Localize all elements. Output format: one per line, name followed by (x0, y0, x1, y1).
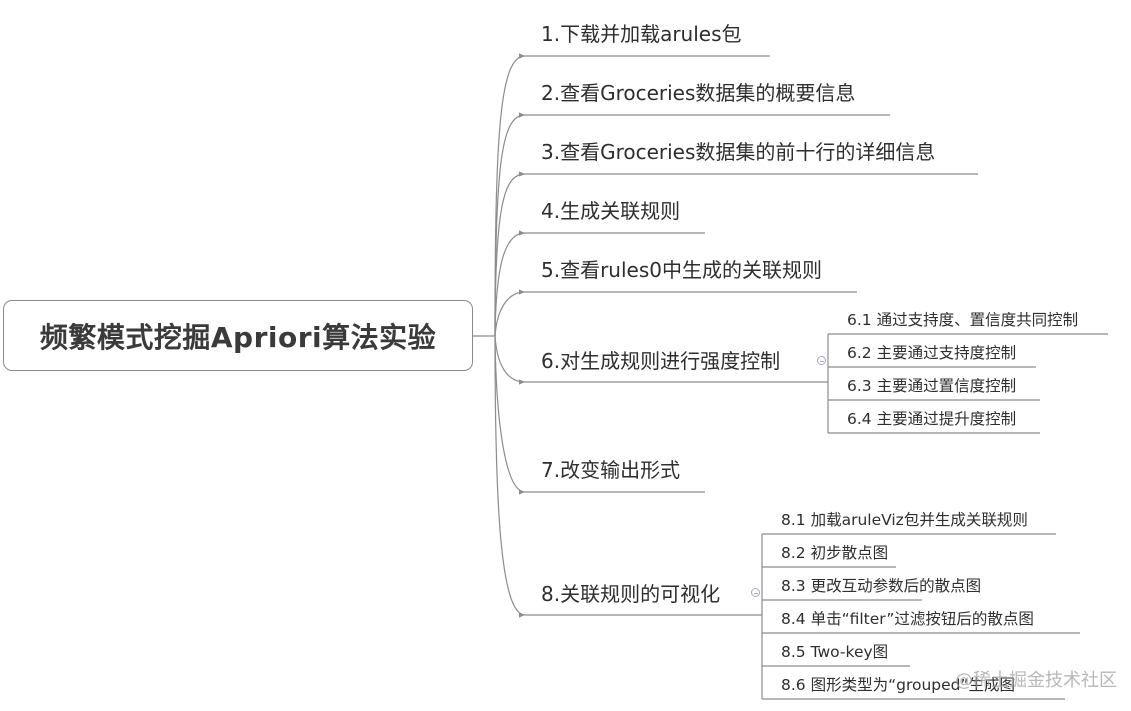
branch-1[interactable]: 1.下载并加载arules包 (541, 22, 742, 46)
subtopic-8-2[interactable]: 8.2 初步散点图 (781, 544, 889, 562)
watermark: @稀土掘金技术社区 (955, 670, 1117, 691)
branch-2[interactable]: 2.查看Groceries数据集的概要信息 (541, 81, 856, 105)
branch-5[interactable]: 5.查看rules0中生成的关联规则 (541, 258, 822, 282)
branch-4[interactable]: 4.生成关联规则 (541, 199, 681, 223)
collapse-toggle-icon[interactable] (751, 588, 760, 597)
subtopic-6-3[interactable]: 6.3 主要通过置信度控制 (847, 377, 1017, 395)
subtopic-8-1[interactable]: 8.1 加载aruleViz包并生成关联规则 (781, 511, 1028, 529)
branch-8[interactable]: 8.关联规则的可视化 (541, 582, 721, 606)
subtopic-6-1[interactable]: 6.1 通过支持度、置信度共同控制 (847, 311, 1079, 329)
branch-6[interactable]: 6.对生成规则进行强度控制 (541, 349, 781, 373)
branch-3[interactable]: 3.查看Groceries数据集的前十行的详细信息 (541, 140, 936, 164)
subtopic-8-5[interactable]: 8.5 Two-key图 (781, 643, 889, 661)
subtopic-8-3[interactable]: 8.3 更改互动参数后的散点图 (781, 577, 982, 595)
root-topic[interactable]: 频繁模式挖掘Apriori算法实验 (3, 300, 473, 371)
root-topic-label: 频繁模式挖掘Apriori算法实验 (39, 320, 437, 354)
collapse-toggle-icon[interactable] (817, 356, 826, 365)
subtopic-6-4[interactable]: 6.4 主要通过提升度控制 (847, 410, 1017, 428)
subtopic-6-2[interactable]: 6.2 主要通过支持度控制 (847, 344, 1017, 362)
branch-7[interactable]: 7.改变输出形式 (541, 458, 681, 482)
subtopic-8-4[interactable]: 8.4 单击“filter”过滤按钮后的散点图 (781, 610, 1034, 628)
subtopic-8-6[interactable]: 8.6 图形类型为“grouped”生成图 (781, 676, 1016, 694)
